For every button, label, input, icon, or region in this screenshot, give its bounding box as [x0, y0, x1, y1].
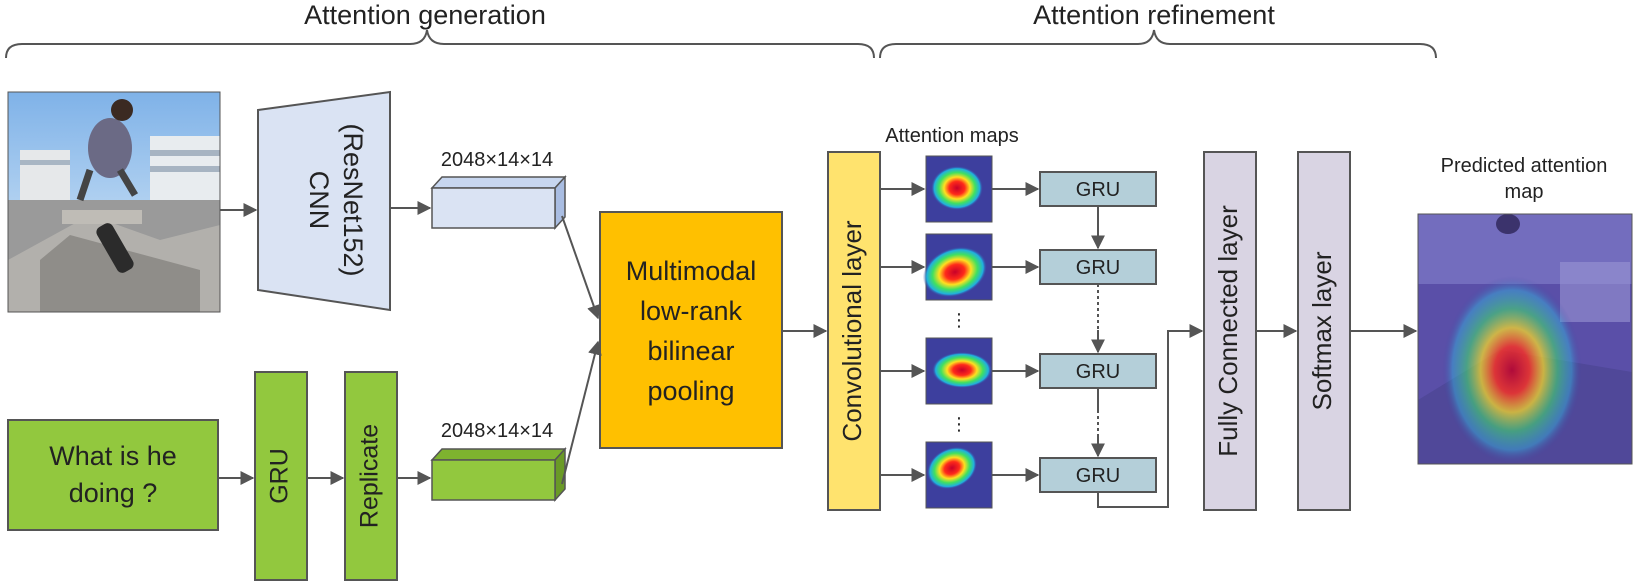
section-generation: Attention generation [5, 0, 875, 59]
attention-map-3 [925, 337, 993, 405]
refine-gru-1: GRU [1039, 171, 1157, 207]
predicted-attention-map [1417, 213, 1633, 465]
question-feature-dims: 2048×14×14 [441, 420, 553, 442]
question-gru: GRU [254, 371, 308, 581]
predicted-title-line2: map [1505, 181, 1544, 203]
generation-brace [5, 29, 875, 59]
refinement-brace [879, 29, 1437, 59]
cnn-block: CNN (ResNet152) [257, 90, 391, 312]
softmax-layer-block: Softmax layer [1297, 151, 1351, 511]
refine-gru-2-label: GRU [1076, 257, 1120, 279]
question-box: What is he doing ? [7, 419, 219, 531]
section-generation-title: Attention generation [304, 0, 546, 30]
pooling-line1: Multimodal [626, 256, 757, 286]
conv-layer-block: Convolutional layer [827, 151, 881, 511]
softmax-layer-label: Softmax layer [1307, 251, 1337, 410]
attention-maps-label: Attention maps [885, 125, 1018, 147]
refine-gru-3: GRU [1039, 353, 1157, 389]
pooling-line4: pooling [647, 376, 734, 406]
cnn-model-label: (ResNet152) [338, 123, 368, 276]
fc-layer-block: Fully Connected layer [1203, 151, 1257, 511]
attention-map-4 [925, 441, 993, 509]
replicate-label: Replicate [356, 424, 384, 528]
section-refinement-title: Attention refinement [1033, 0, 1275, 30]
refine-gru-1-label: GRU [1076, 179, 1120, 201]
conv-layer-label: Convolutional layer [837, 220, 867, 441]
cnn-label: CNN [304, 171, 334, 230]
attention-map-1 [925, 155, 993, 223]
image-feature-dims: 2048×14×14 [441, 149, 553, 171]
predicted-title-line1: Predicted attention [1441, 155, 1608, 177]
pooling-block: Multimodal low-rank bilinear pooling [599, 211, 783, 449]
connectors [218, 182, 1418, 508]
section-refinement: Attention refinement [879, 0, 1437, 59]
refine-gru-4: GRU [1039, 457, 1157, 493]
pooling-line3: bilinear [647, 336, 734, 366]
refine-gru-4-label: GRU [1076, 465, 1120, 487]
question-gru-label: GRU [266, 448, 294, 504]
question-feature-tensor: 2048×14×14 [430, 420, 567, 502]
input-image [7, 91, 221, 313]
question-line1: What is he [49, 441, 177, 471]
refine-gru-2: GRU [1039, 249, 1157, 285]
question-line2: doing ? [69, 478, 158, 508]
maps-ellipsis-2: ⋮ [950, 414, 968, 434]
refine-gru-3-label: GRU [1076, 361, 1120, 383]
attention-map-2 [922, 233, 993, 301]
replicate-block: Replicate [344, 371, 398, 581]
fc-layer-label: Fully Connected layer [1213, 205, 1243, 457]
image-feature-tensor: 2048×14×14 [430, 149, 567, 230]
maps-ellipsis-1: ⋮ [950, 310, 968, 330]
pooling-line2: low-rank [640, 296, 743, 326]
